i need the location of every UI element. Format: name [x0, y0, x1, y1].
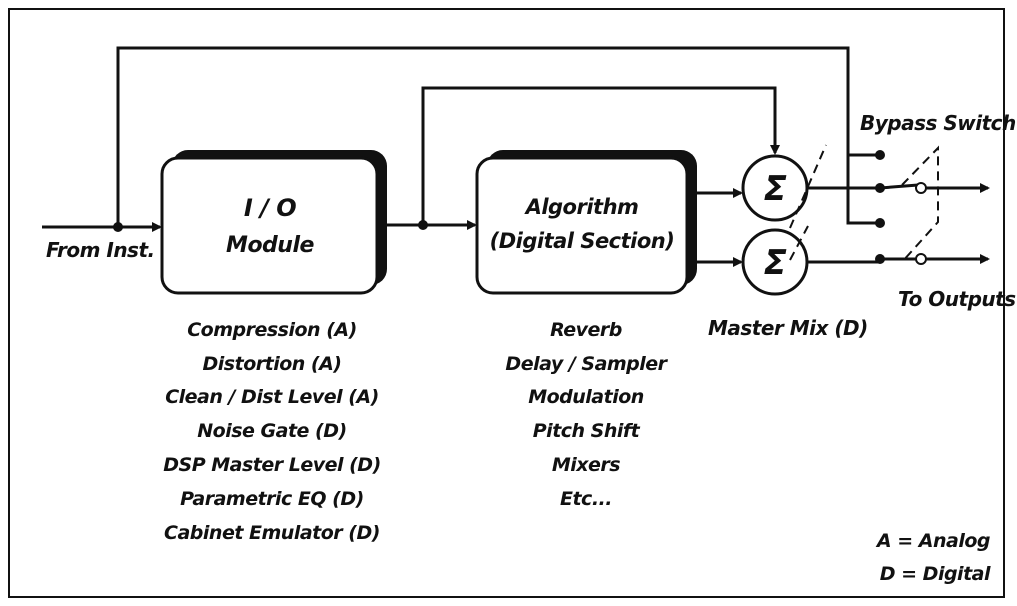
diagram-frame [8, 8, 1005, 598]
sigma-symbol-2: Σ [764, 243, 787, 283]
io-function-item: Cabinet Emulator (D) [164, 522, 380, 544]
algorithm-title: Algorithm [524, 195, 639, 219]
io-function-item: Parametric EQ (D) [180, 488, 364, 510]
algorithm-function-item: Delay / Sampler [505, 353, 668, 375]
io-to-master-mix-wire [421, 86, 780, 225]
to-outputs-label: To Outputs [898, 287, 1016, 311]
io-function-item: Compression (A) [187, 319, 357, 341]
dry-bypass-wire [116, 46, 880, 227]
bypass-blade-1 [879, 183, 919, 190]
io-function-item: Distortion (A) [203, 353, 342, 375]
io-module-block [160, 156, 379, 295]
bypass-pivot-2 [915, 253, 927, 265]
algorithm-block [475, 156, 689, 295]
algorithm-subtitle: (Digital Section) [490, 229, 675, 253]
key-analog: A = Analog [875, 530, 990, 552]
io-function-item: Clean / Dist Level (A) [165, 386, 379, 408]
key-digital: D = Digital [880, 563, 991, 585]
master-mix-gang-lower [789, 225, 809, 261]
io-module-title: I / O [244, 194, 296, 222]
algorithm-function-item: Modulation [528, 386, 644, 408]
bypass-contact-dry [875, 218, 885, 228]
io-function-list: Compression (A) Distortion (A) Clean / D… [163, 319, 381, 544]
algorithm-function-list: Reverb Delay / Sampler Modulation Pitch … [505, 319, 669, 510]
bypass-pivot-1 [915, 182, 927, 194]
bypass-switch-label: Bypass Switch [860, 111, 1016, 135]
master-mix-label: Master Mix (D) [708, 316, 868, 340]
algorithm-function-item: Mixers [552, 454, 620, 476]
bypass-gang [901, 145, 939, 263]
io-function-item: Noise Gate (D) [197, 420, 346, 442]
sigma-symbol-1: Σ [764, 169, 787, 209]
algorithm-function-item: Pitch Shift [533, 420, 641, 442]
algorithm-function-item: Etc... [560, 488, 612, 510]
io-function-item: DSP Master Level (D) [163, 454, 381, 476]
from-inst-label: From Inst. [46, 238, 155, 262]
algorithm-function-item: Reverb [550, 319, 622, 341]
io-module-subtitle: Module [226, 233, 314, 258]
